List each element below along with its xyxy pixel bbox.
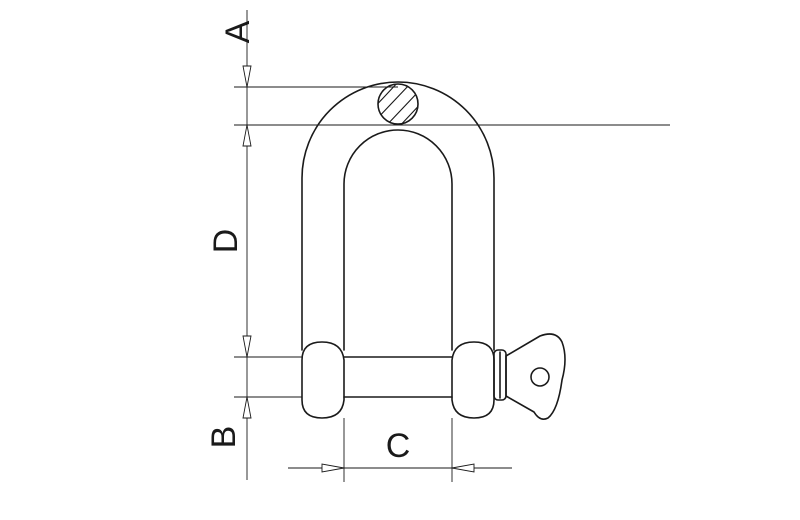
- pin-cross-section: [377, 83, 419, 125]
- extension-lines: [234, 86, 670, 482]
- wing-head: [505, 333, 566, 420]
- pin-shaft: [343, 356, 453, 398]
- dimension-c: [288, 463, 512, 473]
- dimension-a-arrows: [242, 65, 252, 88]
- dimension-c-right-arrow: [451, 463, 475, 473]
- pin-collar: [493, 349, 507, 401]
- dimension-b-arrows: [242, 396, 252, 419]
- dimension-c-left-arrow: [321, 463, 345, 473]
- dimension-label-c: C: [386, 427, 411, 465]
- dimension-d-arrows: [242, 124, 252, 358]
- left-eye: [301, 341, 345, 419]
- right-eye: [451, 341, 495, 419]
- wing-hole: [530, 367, 550, 387]
- shackle-bow: [301, 81, 495, 351]
- dimension-label-b: B: [205, 426, 243, 449]
- dimension-label-a: A: [219, 20, 257, 43]
- dimension-label-d: D: [207, 229, 245, 254]
